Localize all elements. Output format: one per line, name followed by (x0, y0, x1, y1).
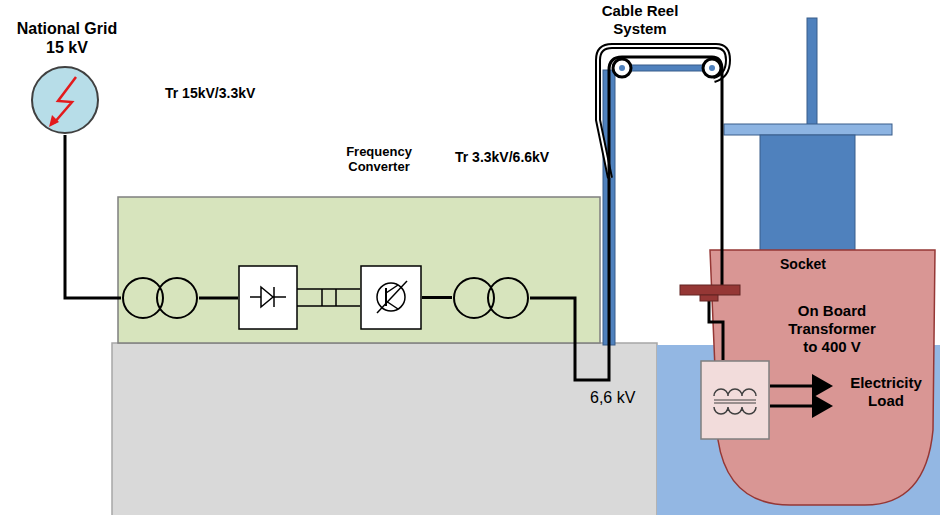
winding-circle (157, 278, 197, 318)
inverter-box (361, 266, 421, 329)
primary-coil (714, 389, 756, 396)
pulley-hub (709, 65, 715, 71)
power-cable (530, 185, 609, 380)
transformer-symbol (452, 276, 530, 320)
converter-panel (118, 197, 600, 343)
socket-symbol (680, 285, 740, 295)
power-cable (709, 295, 723, 360)
winding-circle (488, 278, 528, 318)
lightning-head (49, 115, 59, 127)
onboard-transformer: On Board Transformer to 400 V (700, 360, 770, 440)
node-label: On Board Transformer to 400 V (780, 302, 884, 356)
pulley-hub (619, 65, 625, 71)
dc-link (297, 305, 360, 307)
transformer: Tr 3.3kV/6.6kV (452, 276, 530, 320)
load-label: Electricity Load (838, 374, 934, 410)
reel-arm (622, 65, 712, 71)
grid-circle (32, 67, 98, 133)
node-label: Cable Reel System (590, 2, 690, 38)
ship-mast (807, 18, 817, 126)
capacitor-gap (322, 292, 336, 303)
transformer: Tr 15kV/3.3kV (121, 276, 199, 320)
load-arrow (770, 385, 830, 388)
pulley (703, 59, 721, 77)
transformer-box (701, 361, 769, 439)
cable-reel-symbol (596, 40, 730, 185)
node-label: Tr 15kV/3.3kV (165, 85, 255, 102)
power-cable (199, 297, 238, 300)
power-cable (65, 135, 121, 298)
reel-frame-inner (598, 46, 728, 178)
frequency-converter: Frequency Converter (238, 265, 422, 330)
voltage-label: 6,6 kV (590, 388, 635, 407)
node-label: Tr 3.3kV/6.6kV (455, 149, 549, 166)
capacitor-plate (321, 289, 323, 306)
power-cable (721, 185, 724, 285)
core-line (714, 399, 756, 400)
lightning-bolt (54, 77, 76, 123)
socket-plug (700, 295, 718, 301)
igbt-slash (377, 281, 407, 313)
diode-bar (273, 287, 275, 307)
core-line (714, 402, 756, 403)
ship-superstructure (760, 135, 855, 252)
cable-reel: Cable Reel System (596, 40, 730, 185)
dc-link (297, 288, 360, 290)
rectifier-box (239, 266, 297, 329)
onboard-transformer-symbol (700, 360, 770, 440)
secondary-coil (714, 407, 756, 414)
shore-socket: Socket (680, 285, 740, 295)
reel-frame (598, 46, 728, 178)
socket-plate (680, 285, 740, 295)
transformer-symbol (121, 276, 199, 320)
pulley (613, 59, 631, 77)
converter-symbol (238, 265, 422, 330)
node-label: Socket (780, 256, 826, 273)
node-label: Frequency Converter (333, 144, 425, 175)
ship-deck-plate (724, 124, 892, 135)
power-cable (422, 296, 452, 299)
grid-source: National Grid 15 kV (30, 65, 100, 135)
reel-cable (609, 57, 722, 185)
load-arrow (770, 405, 830, 408)
node-label: National Grid 15 kV (8, 19, 126, 57)
diode-triangle (261, 287, 273, 307)
grid-symbol (30, 65, 100, 135)
capacitor-plate (335, 289, 337, 306)
